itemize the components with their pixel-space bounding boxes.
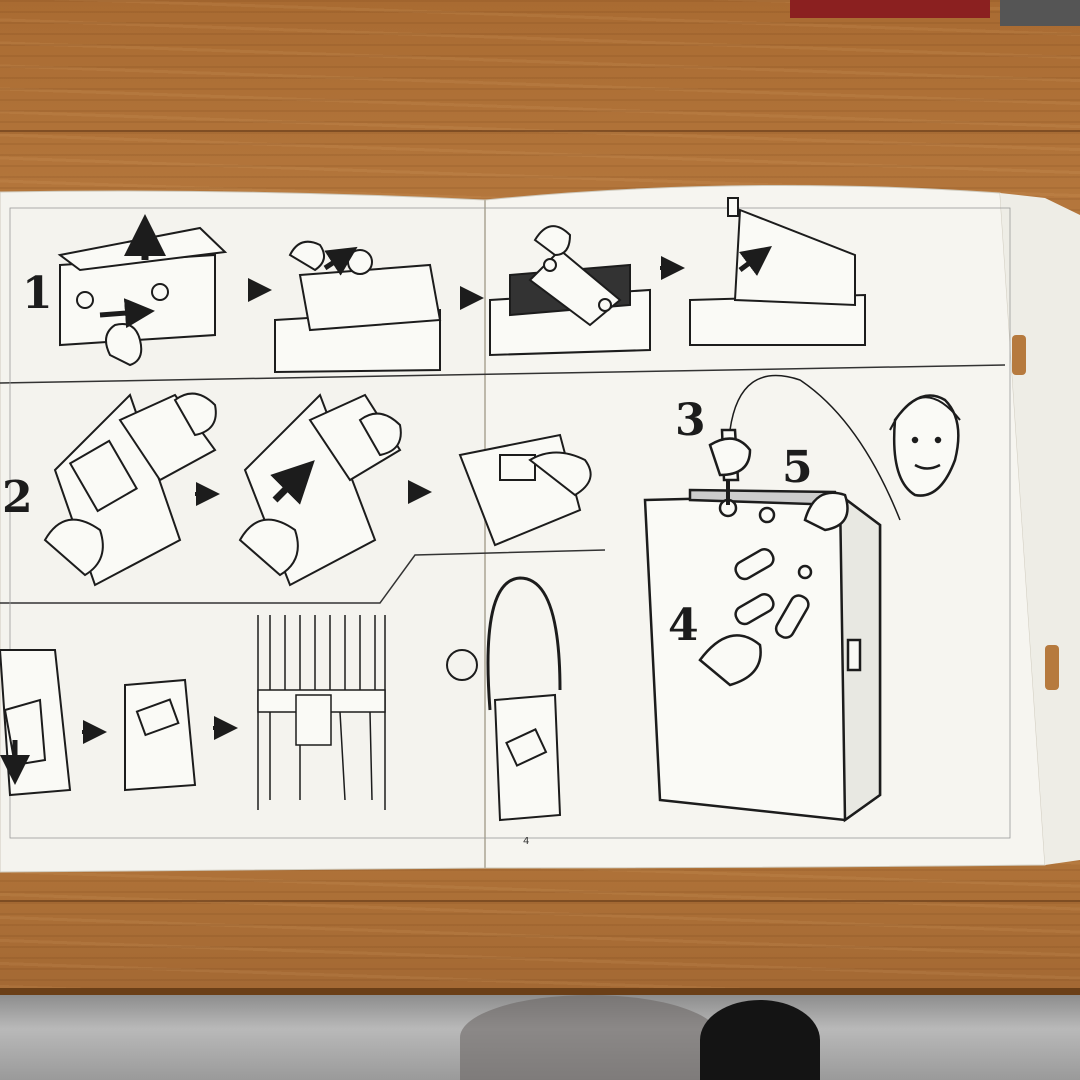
background-book	[790, 0, 990, 18]
arrow-right-icon	[82, 256, 685, 744]
step-2-insert-cassette	[238, 393, 402, 587]
step-2-open-door	[43, 392, 217, 587]
step-1-close-cover	[689, 197, 866, 346]
table-seam	[0, 900, 1080, 902]
walkman-main-illustration	[643, 374, 961, 823]
step-shoulder-strap	[446, 576, 562, 822]
page-number: 4	[523, 836, 530, 847]
section-divider	[0, 364, 1006, 384]
step-1-open-lid	[57, 214, 228, 367]
binding-notch	[1045, 645, 1059, 690]
step-carry-case	[0, 649, 72, 797]
background-object	[1000, 0, 1080, 26]
step-number-2: 2	[2, 472, 33, 523]
shoe	[700, 1000, 820, 1080]
table-edge	[0, 988, 1080, 996]
step-1-battery-cover	[274, 240, 442, 374]
table-seam	[0, 130, 1080, 132]
section-divider	[0, 549, 606, 604]
page-frame	[9, 207, 1011, 839]
step-number-4: 4	[668, 600, 699, 651]
step-1-insert-batteries	[489, 225, 651, 357]
step-number-1: 1	[22, 268, 53, 319]
binding-notch	[1012, 335, 1026, 375]
foot	[460, 995, 720, 1080]
step-number-3: 3	[675, 395, 706, 446]
step-2-close-door	[458, 433, 592, 547]
step-number-5: 5	[782, 442, 813, 493]
step-case-closed	[124, 678, 197, 792]
step-belt-clip	[257, 615, 386, 810]
